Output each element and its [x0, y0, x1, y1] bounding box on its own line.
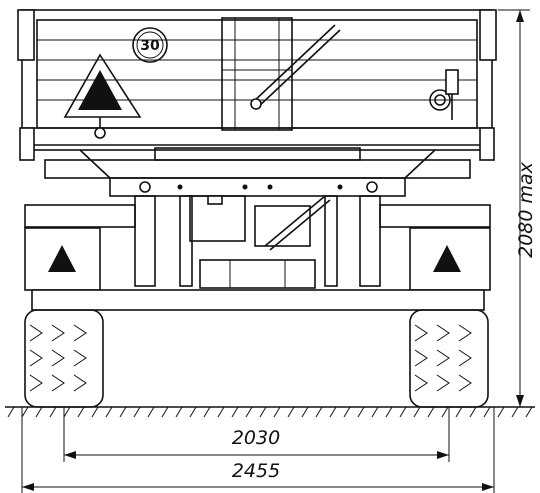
height-dimension-label: 2080 max: [515, 161, 537, 258]
track-width-dimension: 2030: [63, 407, 450, 462]
right-wheel: [409, 309, 489, 408]
right-mudguard: [409, 227, 491, 291]
slow-vehicle-warning-triangle: [63, 53, 142, 139]
axle-beam: [31, 289, 485, 311]
ground-line: [5, 406, 535, 418]
speed-limit-sign: 30: [132, 27, 168, 63]
speed-limit-value: 30: [140, 38, 160, 54]
height-dimension: 2080 max: [498, 9, 537, 407]
left-mudguard: [24, 227, 101, 291]
track-width-label: 2030: [232, 427, 280, 449]
cargo-body: [17, 9, 497, 161]
left-wheel: [24, 309, 104, 408]
overall-width-label: 2455: [232, 460, 280, 482]
overall-width-dimension: 2455: [21, 407, 495, 493]
chassis: [24, 147, 491, 289]
